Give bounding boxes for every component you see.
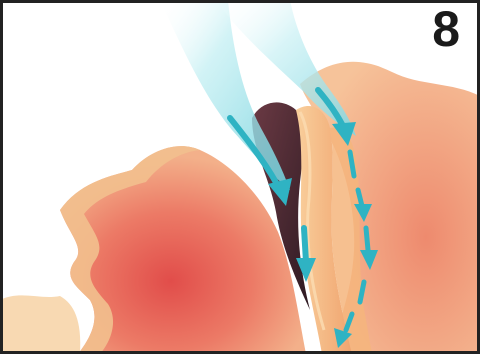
arrow-throat-3	[366, 228, 368, 250]
lower-left-tissue	[0, 295, 80, 354]
step-number: 8	[432, 4, 460, 54]
arrow-down-cavity	[304, 228, 306, 262]
